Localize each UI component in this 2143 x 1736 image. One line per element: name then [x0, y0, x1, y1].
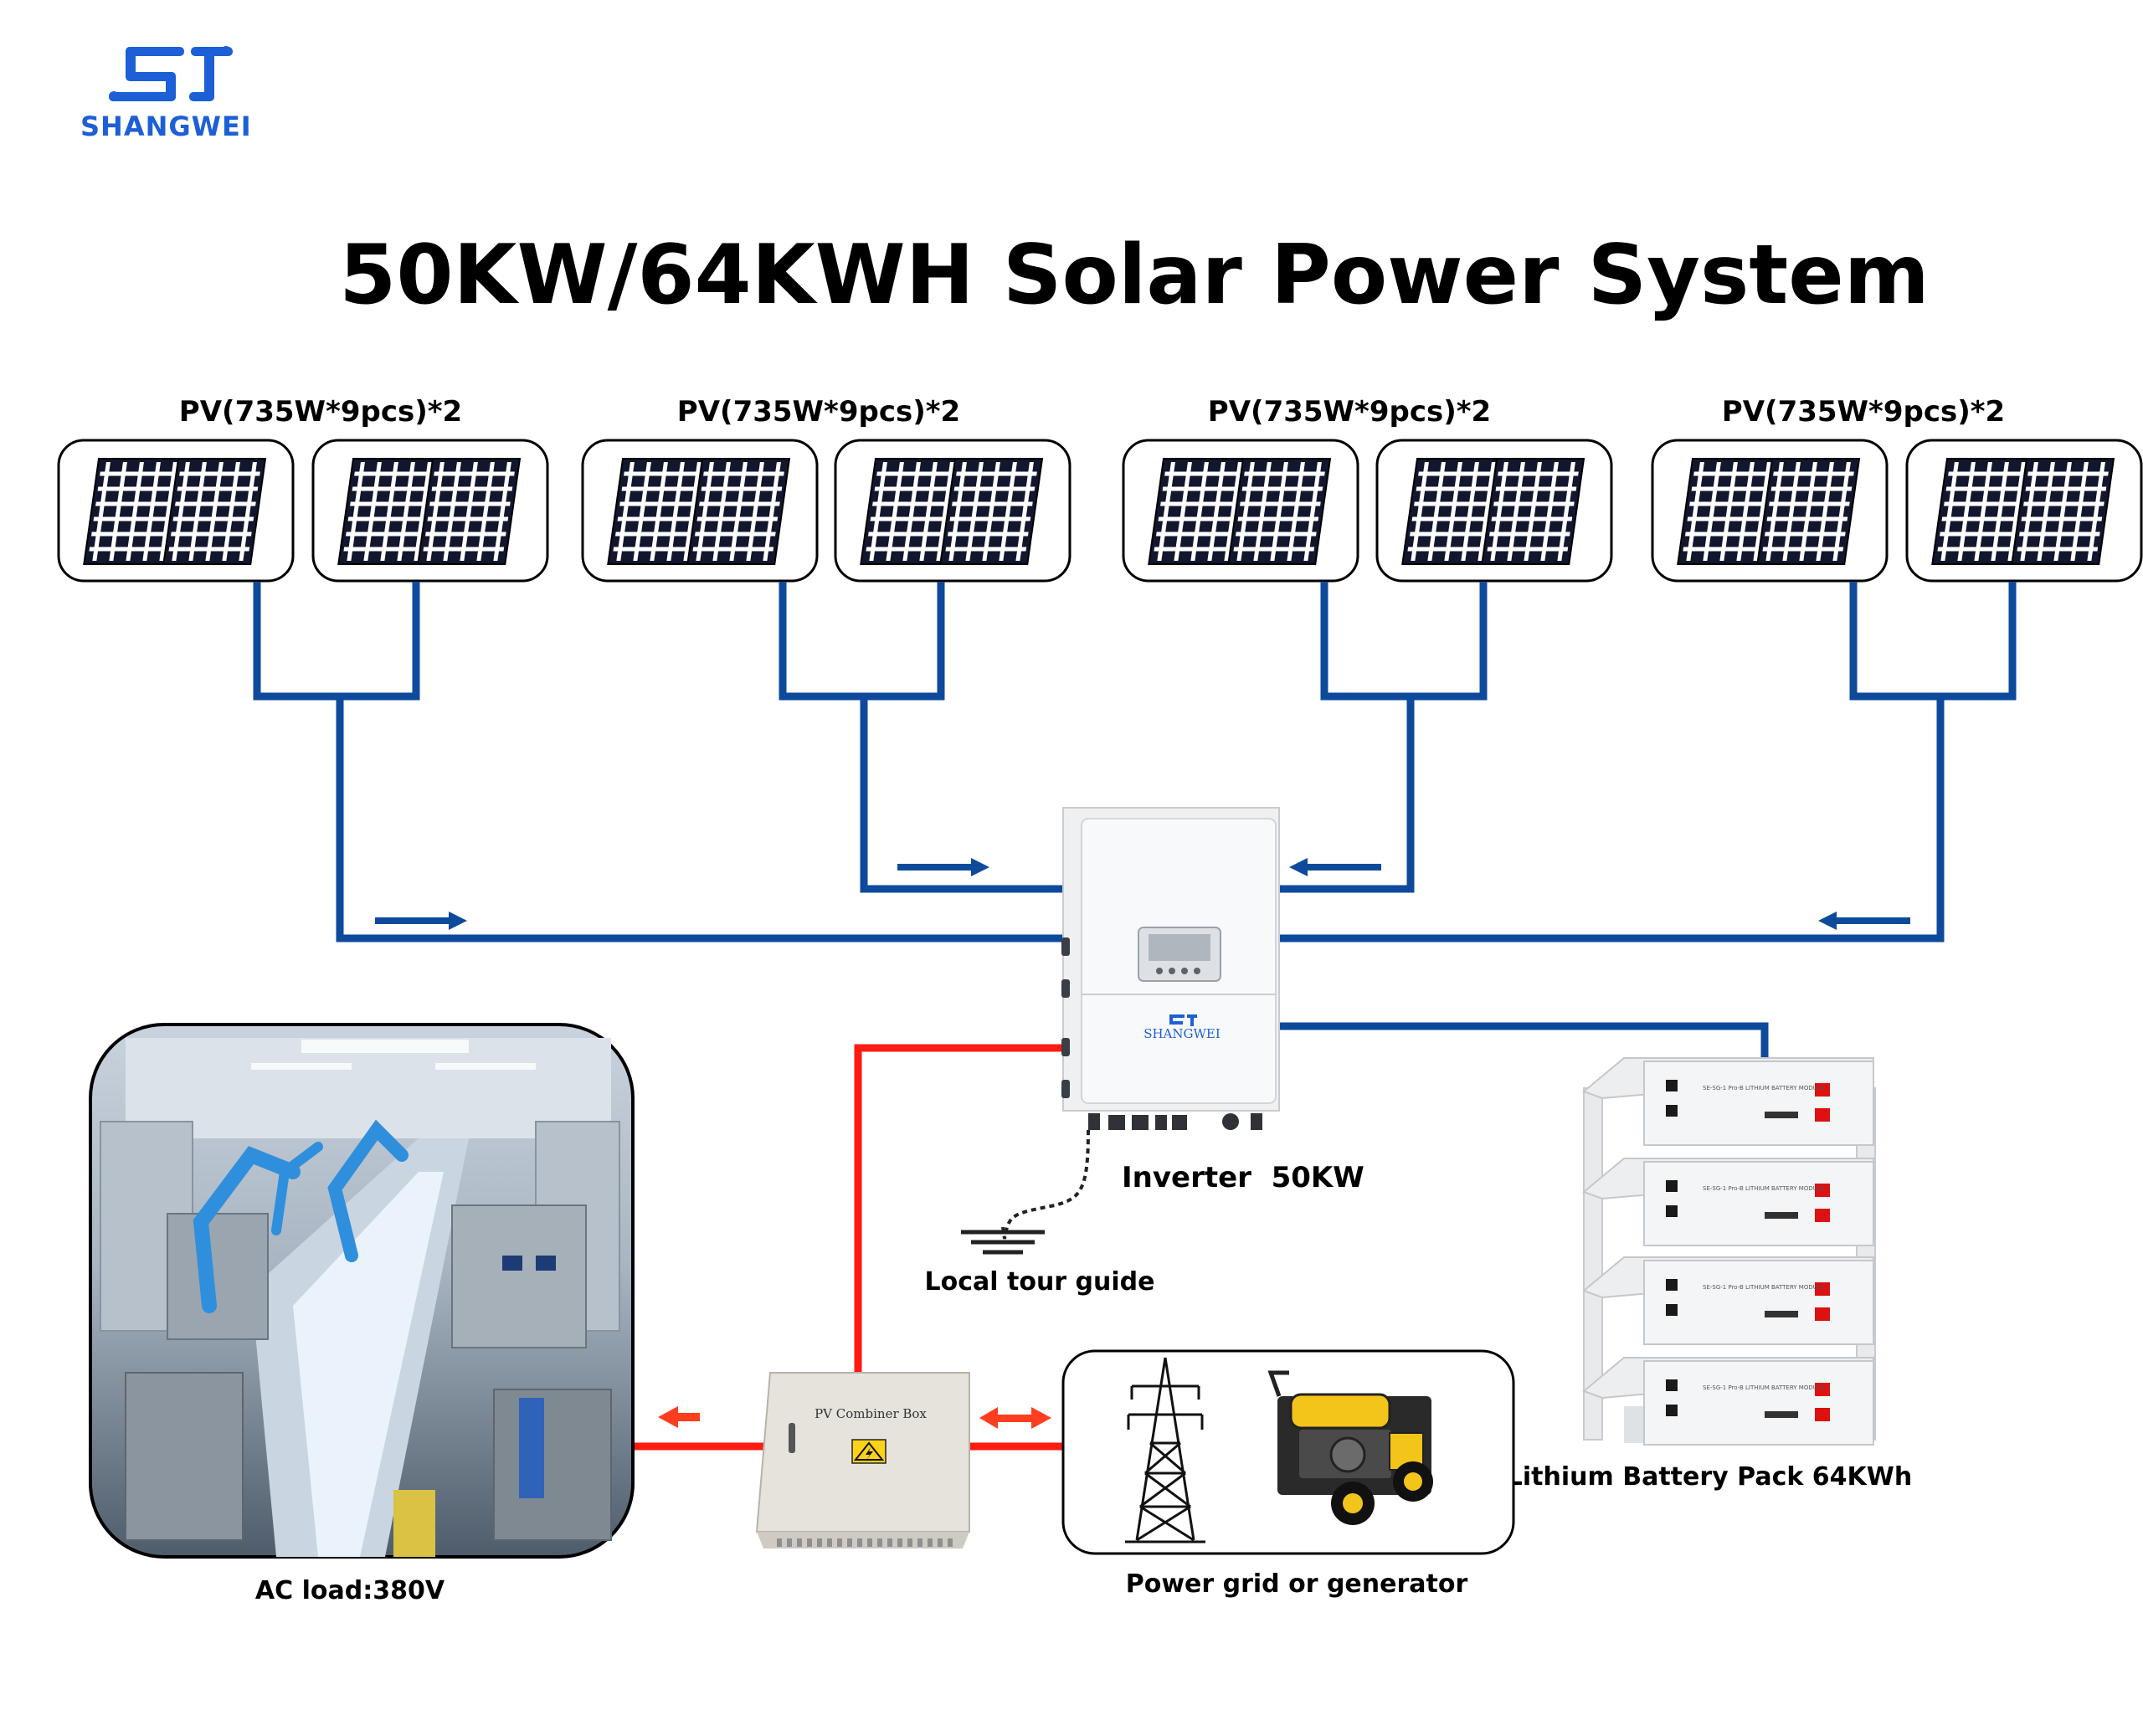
ground-icon: [961, 1230, 1045, 1255]
ac-load-factory-image: [89, 1023, 635, 1559]
arrow-left-icon: [1289, 858, 1381, 876]
solar-panel-icon: [686, 458, 791, 565]
solar-panel-box: [57, 439, 295, 583]
cable-gland: [777, 1538, 782, 1547]
solar-panel-icon: [1481, 458, 1585, 565]
ac-flow-arrows: [658, 1406, 1051, 1429]
inverter-brand: SHANGWEI: [1143, 1026, 1221, 1041]
solar-panel-icon: [607, 458, 712, 565]
battery-module: SE-SG-1 Pro-B LITHIUM BATTERY MODULE: [1582, 1256, 1874, 1345]
solar-panel-icon: [860, 458, 964, 565]
cable-gland: [787, 1538, 792, 1547]
cable-gland: [897, 1538, 902, 1547]
solar-panel-icon: [162, 458, 267, 565]
pv-group-label-3: PV(735W*9pcs)*2: [1208, 395, 1491, 429]
cable-gland: [817, 1538, 822, 1547]
solar-panel-box: [834, 439, 1072, 583]
battery-module-text: SE-SG-1 Pro-B LITHIUM BATTERY MODULE: [1703, 1185, 1824, 1192]
battery-label: Lithium Battery Pack 64KWh: [1507, 1462, 1912, 1492]
cable-gland: [857, 1538, 862, 1547]
logo-mark-icon: [109, 46, 233, 101]
battery-module-text: SE-SG-1 Pro-B LITHIUM BATTERY MODULE: [1703, 1085, 1824, 1091]
arrow-left-icon: [658, 1406, 700, 1428]
solar-panel-box: [1905, 439, 2143, 583]
battery-module: SE-SG-1 Pro-B LITHIUM BATTERY MODULE: [1582, 1057, 1874, 1146]
solar-panel-icon: [83, 458, 188, 565]
arrow-right-icon: [897, 858, 989, 876]
inverter-label: Inverter 50KW: [1122, 1161, 1364, 1194]
pv-combiner-box: PV Combiner Box: [755, 1372, 970, 1549]
cable-gland: [938, 1538, 943, 1547]
cable-gland: [807, 1538, 812, 1547]
combiner-label: PV Combiner Box: [815, 1406, 927, 1421]
solar-panel-box: [581, 439, 819, 583]
solar-panel-icon: [1677, 458, 1781, 565]
factory-scene: [100, 1038, 620, 1557]
arrow-right-icon: [375, 912, 467, 930]
solar-panel-box: [1651, 439, 1889, 583]
solar-panel-box: [1375, 439, 1613, 583]
dc-flow-arrows: [375, 858, 1910, 930]
battery-module-text: SE-SG-1 Pro-B LITHIUM BATTERY MODULE: [1703, 1384, 1824, 1391]
high-voltage-warning-icon: [851, 1439, 886, 1464]
shangwei-logo: SHANGWEI: [80, 46, 252, 142]
solar-panel-box: [1122, 439, 1359, 583]
pv-group-label-2: PV(735W*9pcs)*2: [677, 395, 960, 429]
cable-gland: [948, 1538, 953, 1547]
cable-gland: [837, 1538, 842, 1547]
pv-group-label-1: PV(735W*9pcs)*2: [179, 395, 462, 429]
inverter-logo-icon: [1169, 1014, 1197, 1026]
cable-gland: [827, 1538, 832, 1547]
dc-wiring: [253, 582, 2017, 1061]
battery-module: SE-SG-1 Pro-B LITHIUM BATTERY MODULE: [1582, 1158, 1874, 1246]
cable-gland: [847, 1538, 852, 1547]
cable-gland: [877, 1538, 882, 1547]
solar-panel-icon: [1401, 458, 1506, 565]
ac-load-label: AC load:380V: [255, 1576, 445, 1605]
solar-panel-icon: [939, 458, 1044, 565]
pv-group-label-4: PV(735W*9pcs)*2: [1722, 395, 2005, 429]
grid-label: Power grid or generator: [1126, 1569, 1468, 1599]
ground-label: Local tour guide: [925, 1267, 1155, 1297]
logo-text: SHANGWEI: [80, 110, 252, 142]
ground-connection: Local tour guide: [925, 1129, 1155, 1297]
cable-gland: [867, 1538, 872, 1547]
inverter-ports: [1088, 1113, 1262, 1130]
cable-gland: [887, 1538, 892, 1547]
solar-panel-icon: [337, 458, 442, 565]
cable-gland: [797, 1538, 802, 1547]
cable-gland: [928, 1538, 933, 1547]
battery-rack: SE-SG-1 Pro-B LITHIUM BATTERY MODULE SE-S…: [1582, 1057, 1876, 1446]
solar-panel-icon: [1148, 458, 1252, 565]
solar-panel-icon: [1931, 458, 2036, 565]
battery-module: SE-SG-1 Pro-B LITHIUM BATTERY MODULE: [1582, 1357, 1874, 1446]
ac-wiring: [633, 1044, 1063, 1451]
cable-gland: [907, 1538, 912, 1547]
cable-gland: [917, 1538, 922, 1547]
solar-panel-icon: [417, 458, 522, 565]
grid-generator-box: Power grid or generator: [1061, 1349, 1515, 1599]
generator-icon: [1267, 1370, 1433, 1525]
battery-module-text: SE-SG-1 Pro-B LITHIUM BATTERY MODULE: [1703, 1284, 1824, 1291]
page-title: 50KW/64KWH Solar Power System: [339, 228, 1930, 323]
bidirectional-arrow-icon: [979, 1407, 1051, 1429]
solar-panel-array: [57, 439, 2143, 583]
solar-panel-icon: [2011, 458, 2115, 565]
solar-panel-icon: [1756, 458, 1861, 565]
solar-panel-box: [311, 439, 549, 583]
transmission-tower-icon: [1125, 1357, 1205, 1543]
arrow-left-icon: [1818, 912, 1910, 930]
inverter-unit: SHANGWEI Inverter 50KW: [1061, 807, 1364, 1194]
solar-panel-icon: [1227, 458, 1332, 565]
